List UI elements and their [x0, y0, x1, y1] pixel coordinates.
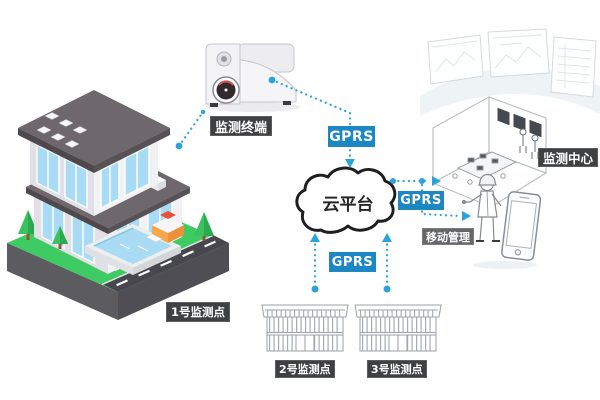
site2-label: 2号监测点	[275, 360, 335, 378]
charts-illustration	[420, 28, 600, 116]
terminal-device-illustration	[204, 43, 300, 112]
gprs-badge-terminal: GPRS	[328, 126, 375, 147]
site1-illustration	[7, 90, 229, 320]
connector-dots-arrows	[175, 76, 471, 293]
upper-windows	[36, 143, 150, 210]
terminal-label: 监测终端	[210, 116, 273, 136]
center-label: 监测中心	[538, 148, 599, 167]
arrow-right-center	[432, 176, 441, 186]
arrow-down-cloud	[345, 159, 355, 168]
roof-skylights	[36, 112, 88, 148]
device-gauge	[212, 76, 240, 104]
arrow-up-site3	[382, 233, 392, 242]
desks-sketch	[452, 151, 518, 189]
island-side-left	[7, 243, 118, 320]
site3-label: 3号监测点	[367, 360, 427, 378]
site2-building-sketch	[261, 304, 349, 352]
people-sketch	[519, 128, 539, 159]
mobile-person-illustration	[461, 173, 542, 269]
pool-lounge	[145, 233, 163, 243]
gprs-badge-mobile: GPRS	[398, 191, 444, 210]
cloud-icon	[295, 166, 397, 234]
gprs-badge-sites: GPRS	[329, 252, 376, 272]
cloud-label: 云平台	[322, 195, 374, 215]
tree	[194, 212, 214, 241]
arrow-right-mobile	[462, 211, 471, 221]
mobile-label: 移动管理	[422, 228, 474, 245]
arrow-up-site2	[310, 233, 320, 242]
site3-building-sketch	[354, 304, 442, 352]
tree	[52, 226, 68, 249]
road-dashes	[116, 240, 216, 287]
wall-monitors	[496, 106, 543, 139]
site1-label: 1号监测点	[166, 302, 231, 322]
orange-hut	[152, 211, 184, 243]
island-side-right	[118, 243, 229, 320]
